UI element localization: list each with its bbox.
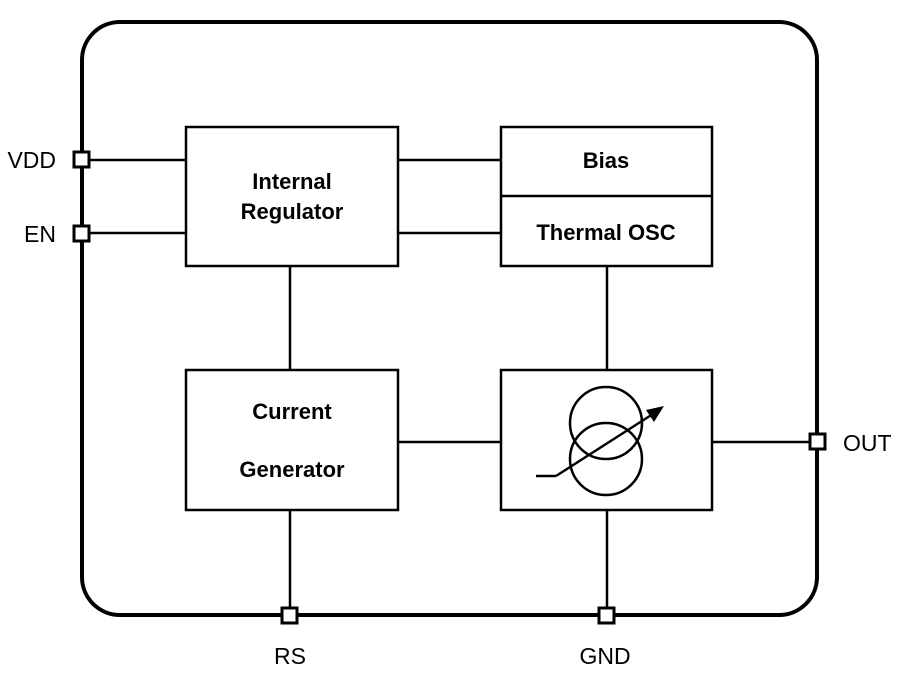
pin-pads <box>72 150 827 625</box>
variable-current-source-block <box>499 368 714 512</box>
bias-label: Bias <box>583 148 629 173</box>
pad-out <box>808 432 827 451</box>
package-outline <box>80 20 819 617</box>
pad-vdd <box>72 150 91 169</box>
pin-label-out: OUT <box>843 430 892 456</box>
pin-label-vdd: VDD <box>7 147 56 173</box>
pad-en <box>72 224 91 243</box>
current-generator-block: Current Generator <box>184 368 400 512</box>
variable-current-source-icon <box>536 385 664 497</box>
pin-label-gnd: GND <box>579 643 630 669</box>
current-generator-label-line1: Current <box>252 399 332 424</box>
pin-label-rs: RS <box>274 643 306 669</box>
internal-regulator-label-line1: Internal <box>252 169 331 194</box>
internal-regulator-block: Internal Regulator <box>184 125 400 268</box>
internal-regulator-label-line2: Regulator <box>241 199 344 224</box>
wires <box>82 158 817 615</box>
pin-label-en: EN <box>24 221 56 247</box>
pad-gnd <box>597 606 616 625</box>
pin-labels: VDD EN OUT RS GND <box>7 147 891 669</box>
pad-rs <box>280 606 299 625</box>
current-generator-label-line2: Generator <box>239 457 345 482</box>
thermal-osc-label: Thermal OSC <box>536 220 675 245</box>
bias-thermal-block: Bias Thermal OSC <box>499 125 714 268</box>
